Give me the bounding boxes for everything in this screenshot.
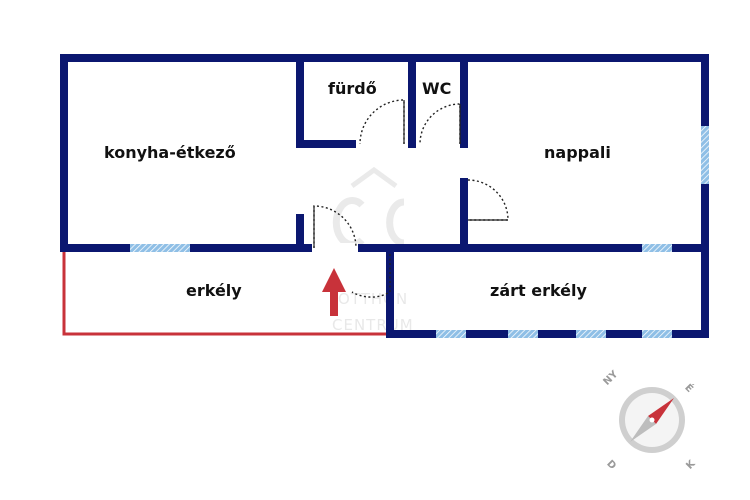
window-closed-balcony-2 (508, 330, 538, 338)
room-label-kitchen: konyha-étkező (104, 143, 236, 162)
door-living (467, 179, 509, 221)
room-label-living-room: nappali (544, 143, 611, 162)
room-label-toilet: WC (422, 79, 451, 98)
compass-sw: D (604, 458, 618, 472)
room-label-balcony: erkély (186, 281, 242, 300)
door-balcony (351, 254, 391, 298)
door-gaps (312, 139, 460, 253)
room-label-closed-balcony: zárt erkély (490, 281, 588, 300)
entrance-arrow-icon (322, 268, 346, 316)
window-kitchen (130, 244, 190, 252)
door-swings (313, 99, 509, 298)
room-label-bathroom: fürdő (328, 79, 377, 98)
compass-needle-north (648, 398, 674, 424)
walls (60, 54, 709, 338)
door-wc (419, 103, 461, 145)
window-living-right (701, 126, 709, 184)
compass-nw: NY (602, 368, 621, 387)
window-closed-balcony-4 (642, 330, 672, 338)
window-living-bottom (642, 244, 672, 252)
balcony-railing (62, 252, 390, 336)
door-bathroom (359, 99, 405, 145)
compass-se: K (684, 458, 698, 472)
door-kitchen (313, 205, 357, 249)
compass-icon: NY É D K (602, 368, 699, 472)
window-closed-balcony-3 (576, 330, 606, 338)
windows (130, 126, 709, 338)
door-leaves (313, 100, 508, 248)
window-closed-balcony-1 (436, 330, 466, 338)
compass-needle-south (630, 416, 656, 442)
compass-ne: É (682, 381, 696, 395)
watermark-line1: OTTHON (338, 290, 408, 308)
